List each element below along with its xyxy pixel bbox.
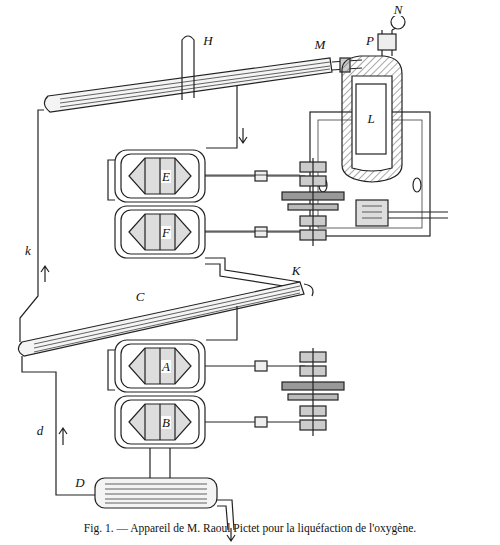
- callout-letter: P: [365, 34, 375, 47]
- callout-letter: C: [135, 290, 146, 303]
- callout-letter: D: [74, 476, 85, 489]
- callout-letter: F: [161, 226, 171, 239]
- callout-letter: B: [161, 416, 171, 429]
- callout-letter: K: [291, 264, 302, 277]
- figure-caption: Fig. 1. — Appareil de M. Raoul Pictet po…: [0, 522, 500, 536]
- callout-letter: N: [393, 3, 404, 16]
- callout-letter: H: [202, 34, 213, 47]
- callout-letter: k: [24, 244, 32, 257]
- callout-letter: A: [161, 360, 171, 373]
- callout-letter: d: [36, 424, 45, 437]
- callout-letter: E: [161, 170, 171, 183]
- callout-letter: L: [366, 112, 375, 125]
- callout-letter: M: [314, 38, 327, 51]
